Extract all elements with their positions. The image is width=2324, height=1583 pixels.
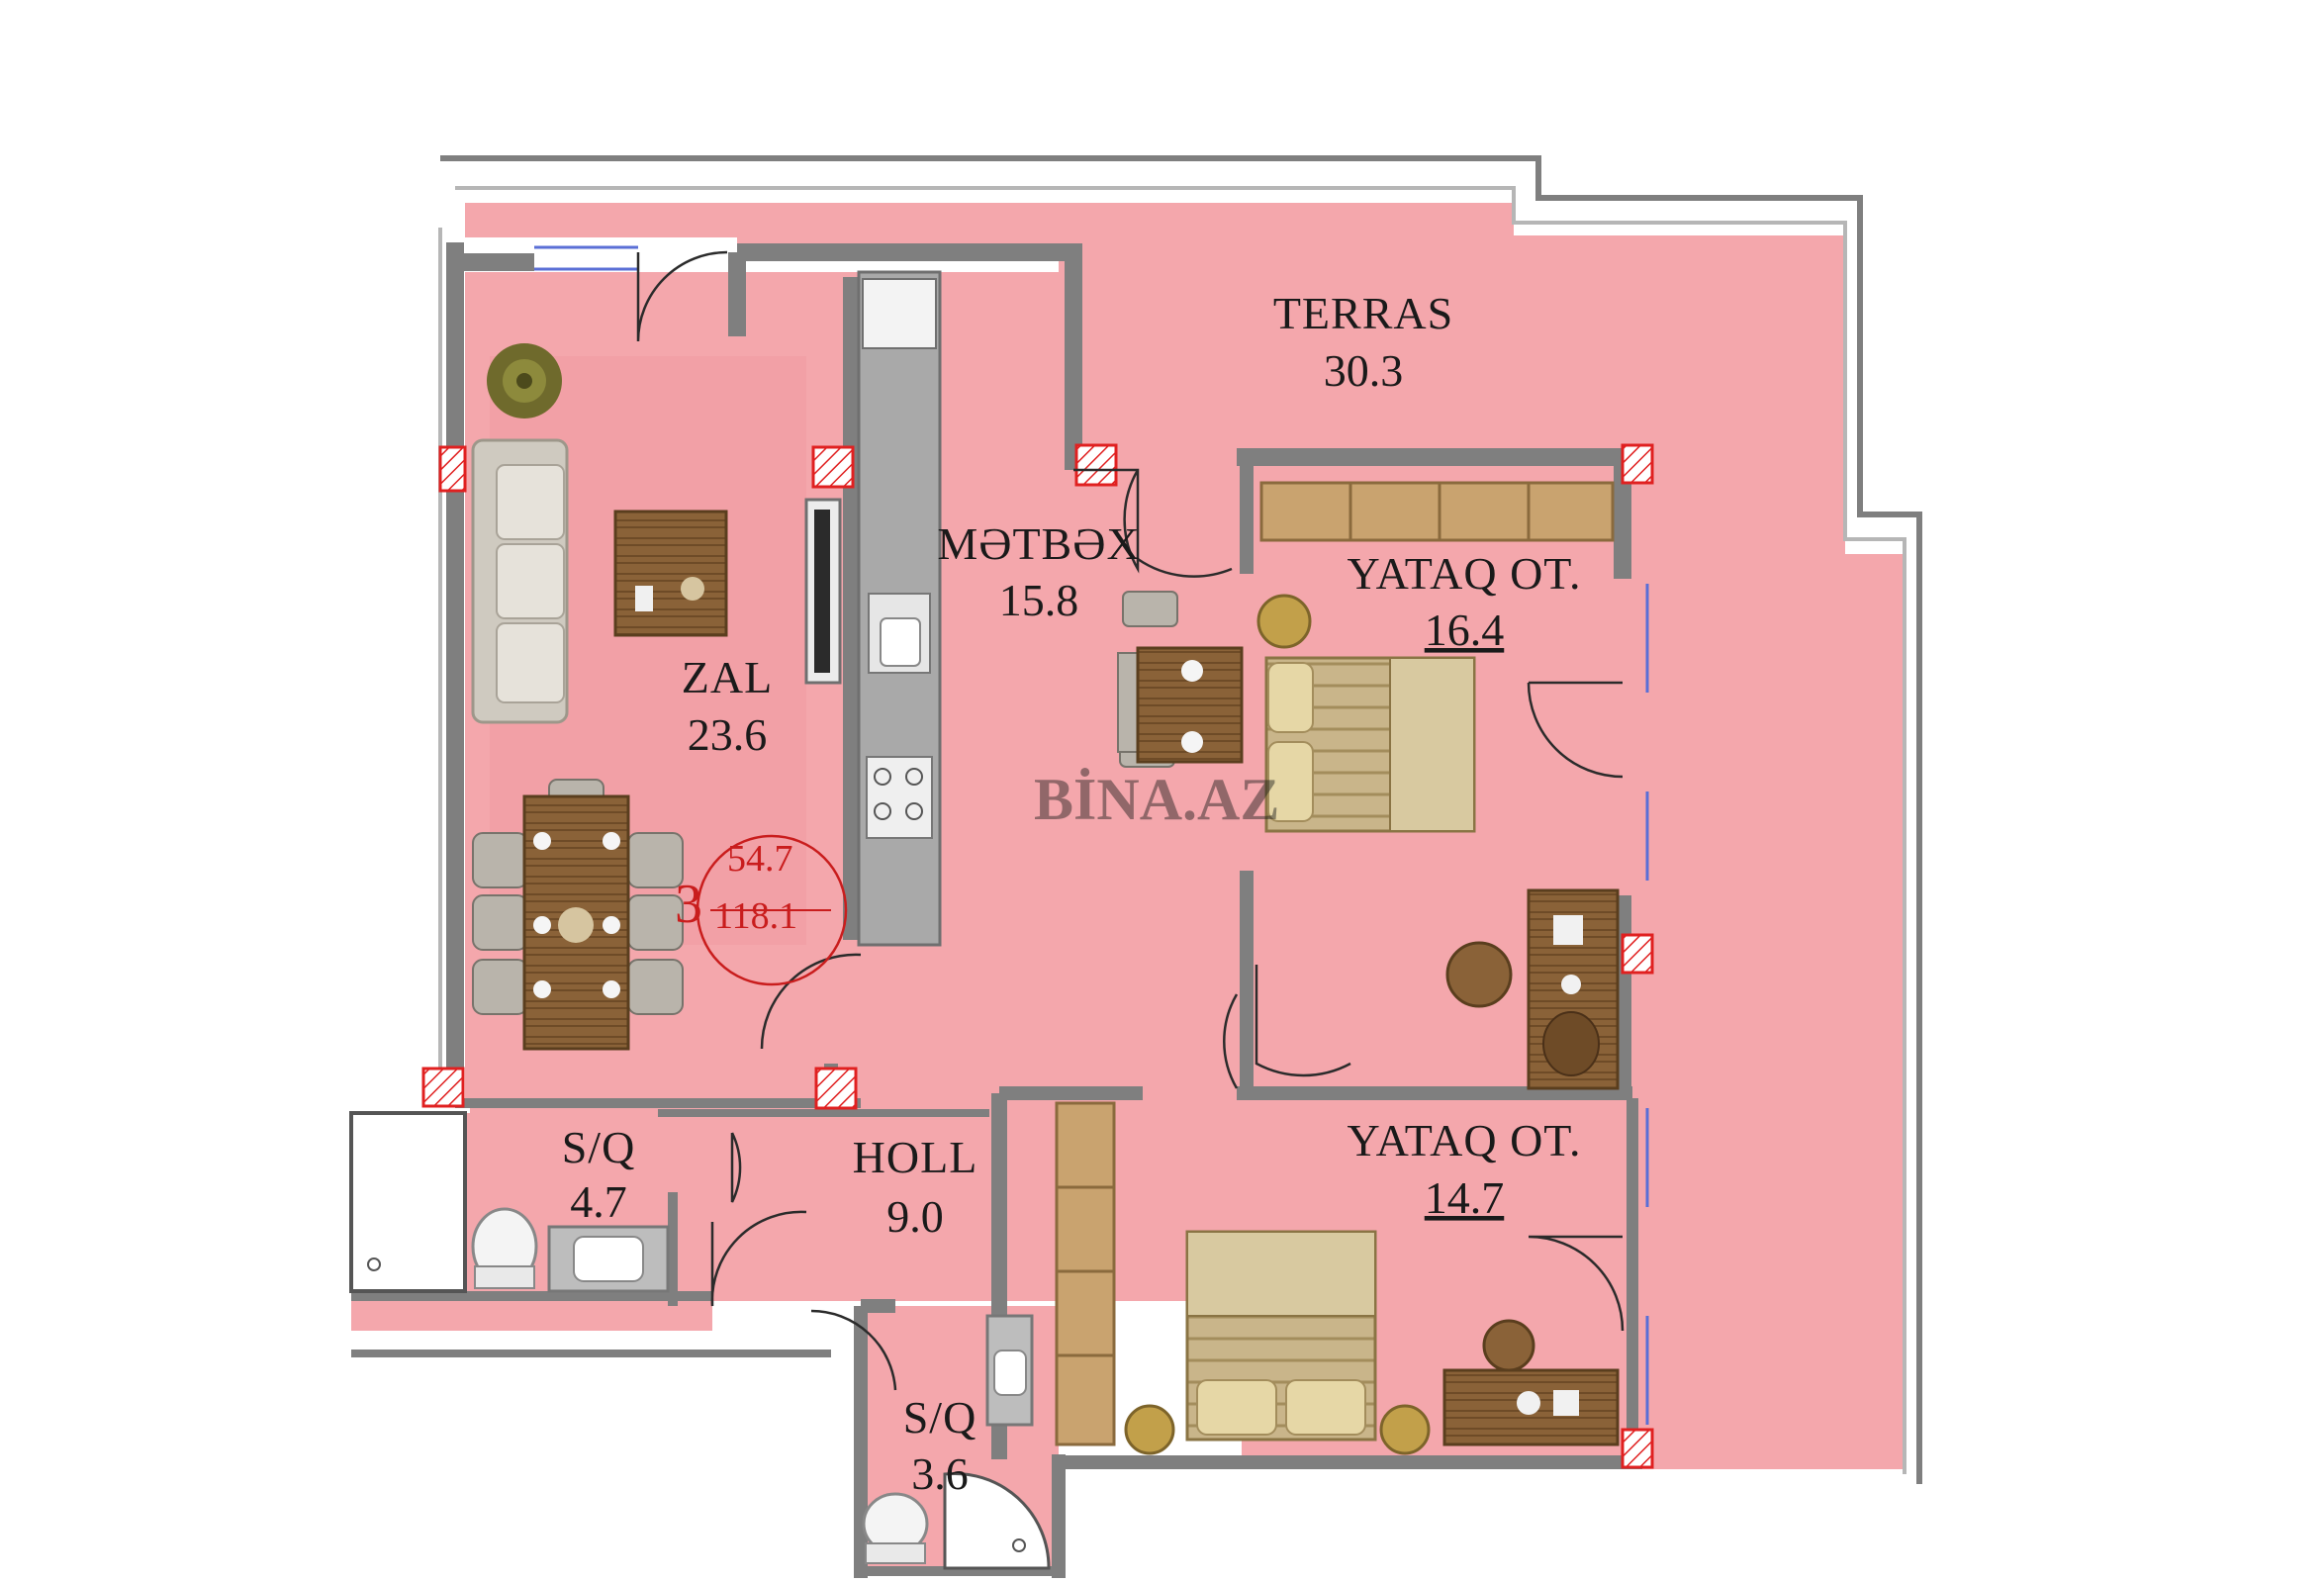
room-label-metbex: MƏTBƏX 15.8 bbox=[937, 518, 1140, 625]
bed-icon bbox=[1256, 594, 1476, 833]
tv-icon bbox=[804, 498, 842, 685]
room-area: 15.8 bbox=[999, 575, 1079, 625]
watermark: BİNA.AZ bbox=[1034, 767, 1279, 832]
windows bbox=[534, 245, 1649, 1425]
room-area: 16.4 bbox=[1425, 605, 1505, 655]
unit-badge: 3 54.7 118.1 bbox=[675, 834, 848, 986]
room-name: MƏTBƏX bbox=[937, 518, 1140, 569]
sofa-icon bbox=[471, 438, 569, 724]
desk-icon bbox=[1445, 888, 1620, 1090]
room-name: YATAQ OT. bbox=[1347, 548, 1581, 599]
unit-total-area: 118.1 bbox=[714, 895, 797, 937]
room-area: 14.7 bbox=[1425, 1172, 1505, 1223]
room-label-holl: HOLL 9.0 bbox=[853, 1132, 978, 1242]
room-area: 30.3 bbox=[1324, 345, 1404, 396]
room-area: 4.7 bbox=[570, 1176, 627, 1227]
room-label-yataq1: YATAQ OT. 16.4 bbox=[1347, 548, 1581, 655]
unit-number: 3 bbox=[675, 874, 702, 935]
room-area: 3.6 bbox=[911, 1448, 969, 1499]
dining-table-icon bbox=[472, 779, 684, 1051]
room-label-sq2: S/Q 3.6 bbox=[903, 1392, 977, 1499]
room-area: 9.0 bbox=[886, 1191, 944, 1242]
room-name: YATAQ OT. bbox=[1347, 1115, 1581, 1165]
unit-living-area: 54.7 bbox=[727, 838, 793, 880]
toilet-icon bbox=[471, 1207, 538, 1289]
room-name: TERRAS bbox=[1273, 288, 1453, 338]
terrace-fill bbox=[465, 203, 1905, 1479]
room-name: ZAL bbox=[682, 652, 773, 702]
shower-icon bbox=[349, 1111, 467, 1293]
bed-icon bbox=[1124, 1230, 1431, 1455]
shower-icon bbox=[943, 1471, 1051, 1570]
room-label-yataq2: YATAQ OT. 14.7 bbox=[1347, 1115, 1581, 1223]
coffee-table-icon bbox=[613, 510, 728, 637]
toilet-icon bbox=[862, 1492, 929, 1564]
walls bbox=[351, 155, 1922, 1578]
room-name: S/Q bbox=[903, 1392, 977, 1443]
room-label-terras: TERRAS 30.3 bbox=[1273, 288, 1453, 396]
doors bbox=[636, 250, 1625, 1391]
column-markers bbox=[421, 443, 1654, 1469]
kitchen-table-icon bbox=[1117, 591, 1244, 768]
room-name: S/Q bbox=[562, 1122, 636, 1172]
sink-icon bbox=[547, 1225, 670, 1293]
room-name: HOLL bbox=[853, 1132, 978, 1182]
plant-icon bbox=[487, 343, 562, 419]
room-label-zal: ZAL 23.6 bbox=[682, 652, 773, 760]
desk-icon bbox=[1442, 1319, 1620, 1446]
room-area: 23.6 bbox=[688, 709, 768, 760]
wardrobe-icon bbox=[1259, 481, 1615, 542]
room-label-sq1: S/Q 4.7 bbox=[562, 1122, 636, 1227]
sink-icon bbox=[985, 1314, 1034, 1427]
kitchen-counter-icon bbox=[857, 270, 942, 947]
wardrobe-icon bbox=[1055, 1101, 1116, 1446]
